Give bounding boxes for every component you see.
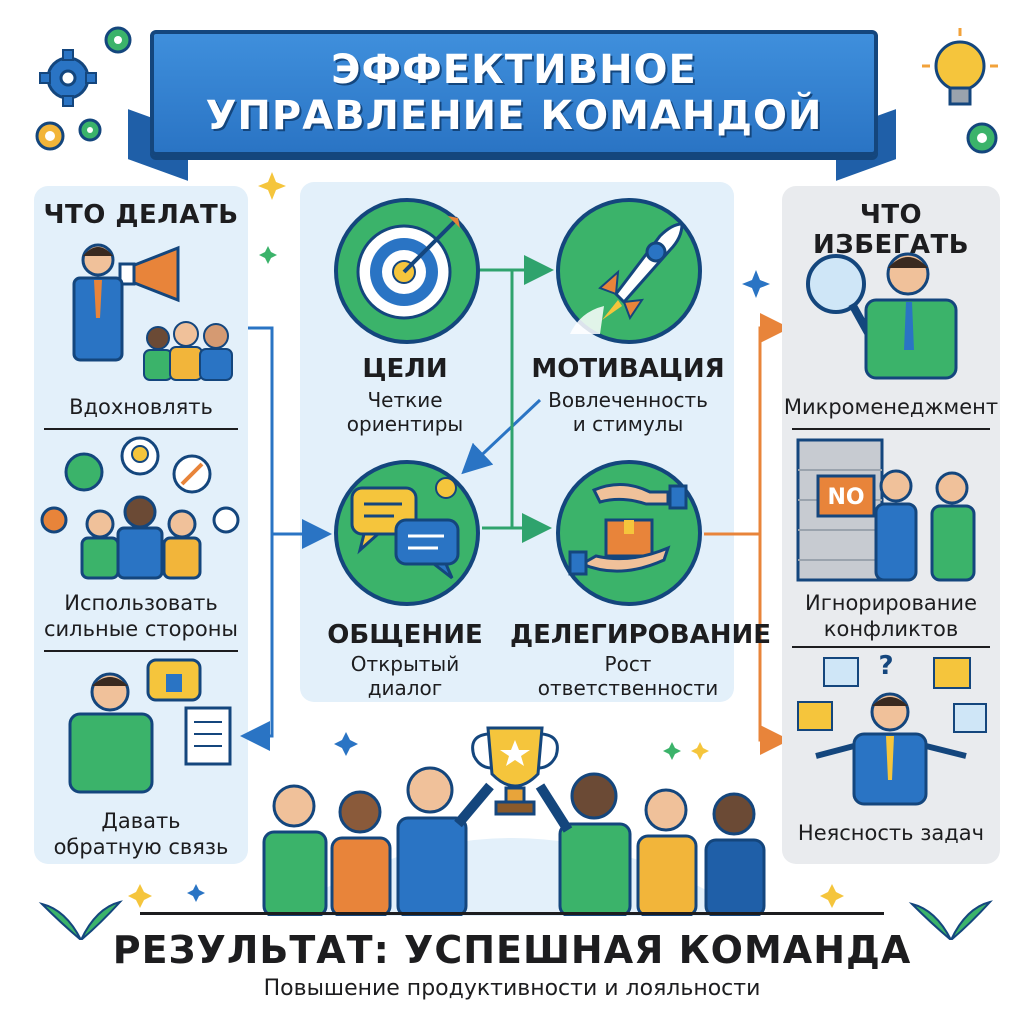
thumbs-up-bubble-icon — [146, 658, 202, 702]
do-item-feedback-line-1: Давать — [101, 809, 181, 833]
micromanagement-illustration — [806, 252, 958, 380]
plant-left-icon — [38, 900, 123, 940]
principle-motivation-sub-line-1: Вовлеченность — [548, 388, 708, 412]
gear-icon — [35, 121, 65, 151]
target-icon — [356, 216, 460, 320]
result-title: РЕЗУЛЬТАТ: УСПЕШНАЯ КОМАНДА — [112, 928, 912, 972]
no-sign-text: NO — [827, 485, 864, 510]
sparkle-icon — [259, 246, 681, 760]
sticky-notes — [797, 657, 987, 733]
svg-text:?: ? — [878, 651, 893, 681]
ground-line — [140, 912, 884, 915]
inspire-illustration — [72, 243, 233, 381]
leader-figure — [72, 243, 124, 362]
principle-motivation-title: МОТИВАЦИЯ — [531, 354, 725, 384]
sparkle-icon — [187, 270, 770, 902]
plant-right-icon — [908, 900, 993, 940]
do-item-feedback-line-2: обратную связь — [53, 835, 229, 859]
gears-decoration-left — [35, 26, 132, 151]
trophy-icon — [471, 726, 559, 816]
do-divider-2 — [44, 650, 238, 652]
avoid-item-micromanagement-label: Микроменеджмент — [783, 395, 999, 419]
principle-communication-sub: Открытый диалог — [320, 652, 490, 700]
avoid-divider-1 — [792, 428, 990, 430]
gear-icon — [966, 122, 998, 154]
avoid-divider-2 — [792, 646, 990, 648]
conflicts-illustration: NO — [796, 438, 976, 582]
question-icon: ? — [878, 651, 893, 681]
sparkle-icon — [128, 172, 844, 908]
arguing-figures — [874, 469, 976, 582]
confused-figure — [815, 692, 967, 806]
do-item-feedback-label: Давать обратную связь — [34, 808, 248, 860]
principle-goals-sub-line-1: Четкие — [367, 388, 443, 412]
principle-motivation-sub: Вовлеченность и стимулы — [530, 388, 726, 436]
lightbulb-decoration-right — [922, 28, 998, 154]
gear-icon — [78, 118, 102, 142]
principle-goals-sub: Четкие ориентиры — [320, 388, 490, 436]
hands-box-icon — [568, 483, 688, 576]
title-line-1: ЭФФЕКТИВНОЕ — [331, 47, 697, 93]
principle-communication-title: ОБЩЕНИЕ — [327, 620, 483, 650]
title-banner: ЭФФЕКТИВНОЕ УПРАВЛЕНИЕ КОМАНДОЙ — [150, 30, 878, 156]
checklist-icon — [184, 706, 232, 766]
rocket-icon — [570, 222, 684, 334]
principle-delegation-title: ДЕЛЕГИРОВАНИЕ — [510, 620, 771, 650]
avoid-item-conflicts-label: Игнорирование конфликтов — [782, 590, 1000, 642]
gear-icon — [104, 26, 132, 54]
manager-figure — [68, 672, 154, 794]
feedback-illustration — [68, 658, 232, 794]
do-item-strengths-line-1: Использовать — [64, 591, 218, 615]
avoid-item-conflicts-line-1: Игнорирование — [804, 591, 978, 615]
principle-delegation-sub-line-1: Рост — [604, 652, 652, 676]
do-divider-1 — [44, 428, 238, 430]
audience-figures — [143, 321, 233, 381]
principle-communication-sub-line-2: диалог — [367, 676, 443, 700]
unclear-tasks-illustration: ? — [797, 651, 987, 806]
principle-delegation-sub-line-2: ответственности — [537, 676, 719, 700]
micromanager-figure — [864, 252, 958, 380]
strengths-illustration — [40, 436, 240, 580]
team-figures — [80, 495, 202, 580]
do-heading: ЧТО ДЕЛАТЬ — [43, 200, 239, 230]
principle-motivation-sub-line-2: и стимулы — [572, 412, 684, 436]
chat-bubbles-icon — [350, 477, 460, 580]
principle-goals-title: ЦЕЛИ — [362, 354, 448, 384]
megaphone-icon — [118, 245, 180, 303]
idea-bubbles — [40, 436, 240, 534]
title-line-2: УПРАВЛЕНИЕ КОМАНДОЙ — [205, 93, 823, 139]
lightbulb-icon — [922, 28, 998, 106]
do-item-strengths-line-2: сильные стороны — [43, 617, 238, 641]
avoid-item-unclear-label: Неясность задач — [797, 821, 985, 845]
no-sign: NO — [816, 474, 876, 518]
team-members — [262, 766, 766, 916]
avoid-item-conflicts-line-2: конфликтов — [823, 617, 959, 641]
do-item-strengths-label: Использовать сильные стороны — [34, 590, 248, 642]
do-item-inspire-label: Вдохновлять — [69, 395, 213, 419]
winning-team-illustration — [262, 726, 766, 916]
principle-delegation-sub: Рост ответственности — [510, 652, 746, 700]
result-subtitle: Повышение продуктивности и лояльности — [263, 976, 761, 1001]
principle-communication-sub-line-1: Открытый — [350, 652, 460, 676]
principle-goals-sub-line-2: ориентиры — [346, 412, 464, 436]
gear-icon — [39, 49, 97, 107]
